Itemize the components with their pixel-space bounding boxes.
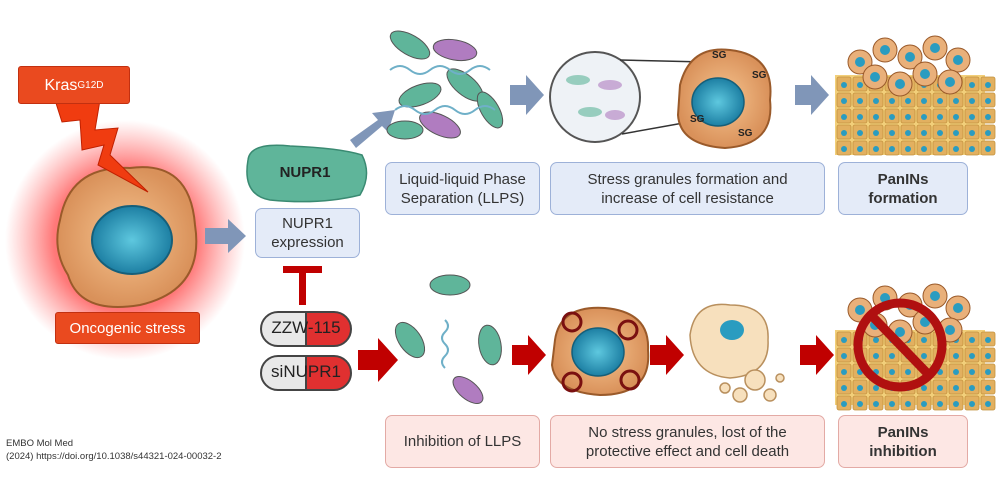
red-arrows (358, 335, 834, 382)
line: No stress granules, lost of the (588, 423, 787, 441)
arrow-diagonal-icon (350, 110, 395, 148)
nupr1-expression-box: NUPR1 expression (255, 208, 360, 258)
lightning-bolt-icon (54, 99, 149, 193)
inhibition-llps-box: Inhibition of LLPS (385, 415, 540, 468)
line: PanINs (877, 170, 929, 188)
line: NUPR1 (282, 215, 333, 232)
arrow-right-icon (205, 219, 246, 253)
condensate-contents (566, 75, 625, 120)
prohibition-icon (853, 298, 947, 392)
journal: EMBO Mol Med (6, 438, 74, 449)
line: Inhibition of LLPS (403, 433, 522, 450)
line: formation (868, 189, 938, 207)
line: PanINs (877, 423, 929, 441)
cell-death-bubbles (689, 303, 785, 403)
panin-tissue-bottom (835, 283, 996, 411)
cell-nucleus (91, 205, 173, 275)
no-sg-icons (561, 311, 641, 393)
drug-sinupr1-label: siNUPR1 (271, 362, 341, 381)
line: increase of cell resistance (601, 189, 774, 207)
sg-label: SG (712, 50, 727, 61)
line: Separation (LLPS) (400, 189, 525, 207)
nupr1-protein-shape (246, 144, 368, 203)
nupr1-protein-label: NUPR1 (279, 163, 331, 181)
panin-tissue-top (835, 35, 996, 156)
llps-condensate-illustration (386, 30, 504, 140)
sg-label: SG (738, 128, 753, 139)
citation: EMBO Mol Med (2024) https://doi.org/10.10… (6, 437, 222, 463)
drug-zzw115-label: ZZW-115 (271, 318, 341, 337)
kras-text: Kras (44, 76, 78, 94)
blue-arrows (510, 75, 829, 115)
sg-label: SG (752, 70, 767, 81)
kras-superscript: G12D (77, 79, 104, 91)
inhibition-bar-icon (283, 266, 322, 273)
magnified-condensate (549, 51, 641, 143)
drug-pills (260, 311, 352, 391)
line: Liquid-liquid Phase (399, 170, 526, 188)
line: expression (271, 234, 344, 251)
sg-label: SG (690, 114, 705, 125)
line: Stress granules formation and (587, 170, 788, 188)
line: inhibition (869, 442, 937, 460)
inhibition-bar-stem (299, 268, 306, 305)
line: protective effect and cell death (585, 442, 790, 460)
inhibited-molecules-illustration (394, 274, 502, 404)
doi: (2024) https://doi.org/10.1038/s44321-02… (6, 451, 222, 462)
oncogenic-stress-label: Oncogenic stress (55, 312, 200, 344)
